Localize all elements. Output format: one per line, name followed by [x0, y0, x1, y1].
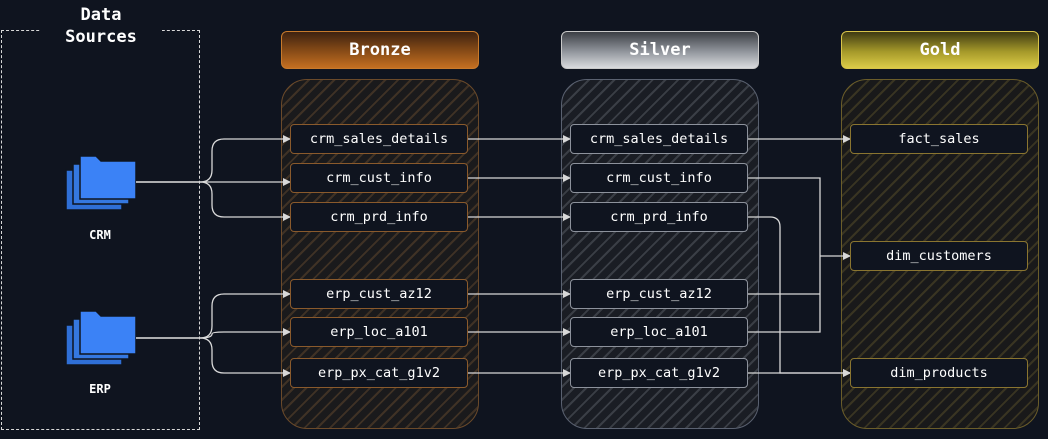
- bronze-table-erp-px-cat-g1v2: erp_px_cat_g1v2: [290, 358, 468, 388]
- bronze-table-erp-cust-az12: erp_cust_az12: [290, 279, 468, 309]
- silver-table-crm-prd-info: crm_prd_info: [570, 202, 748, 232]
- gold-table-fact-sales: fact_sales: [850, 124, 1028, 154]
- bronze-layer-header: Bronze: [281, 31, 479, 69]
- silver-table-erp-loc-a101: erp_loc_a101: [570, 317, 748, 347]
- bronze-table-crm-cust-info: crm_cust_info: [290, 163, 468, 193]
- bronze-table-crm-prd-info: crm_prd_info: [290, 202, 468, 232]
- arrow-silver-prd-to-dim-products: [748, 216, 851, 377]
- gold-layer-header: Gold: [841, 31, 1039, 69]
- arrow-erp-to-bronze-px: [136, 337, 291, 377]
- arrow-crm-to-bronze-sales: [136, 135, 291, 183]
- arrow-erp-to-bronze-loc: [136, 328, 291, 339]
- silver-table-erp-px-cat-g1v2: erp_px_cat_g1v2: [570, 358, 748, 388]
- gold-table-dim-products: dim_products: [850, 358, 1028, 388]
- gold-table-dim-customers: dim_customers: [850, 241, 1028, 271]
- data-sources-title-line1: Data: [80, 5, 122, 25]
- erp-folder-icon: [65, 310, 137, 366]
- silver-table-erp-cust-az12: erp_cust_az12: [570, 279, 748, 309]
- erp-source-label: ERP: [89, 382, 111, 396]
- arrow-silver-loc-to-dim-customers: [748, 256, 821, 333]
- silver-layer-header: Silver: [561, 31, 759, 69]
- arrow-crm-to-bronze-prd: [136, 181, 291, 221]
- crm-folder-icon: [65, 155, 137, 211]
- silver-table-crm-sales-details: crm_sales_details: [570, 124, 748, 154]
- data-sources-title-line2: Sources: [65, 27, 137, 47]
- bronze-table-crm-sales-details: crm_sales_details: [290, 124, 468, 154]
- crm-source-label: CRM: [89, 228, 111, 242]
- data-sources-title: Data Sources: [40, 4, 162, 48]
- arrow-silver-cust-to-dim-customers: [748, 177, 821, 256]
- silver-table-crm-cust-info: crm_cust_info: [570, 163, 748, 193]
- bronze-table-erp-loc-a101: erp_loc_a101: [290, 317, 468, 347]
